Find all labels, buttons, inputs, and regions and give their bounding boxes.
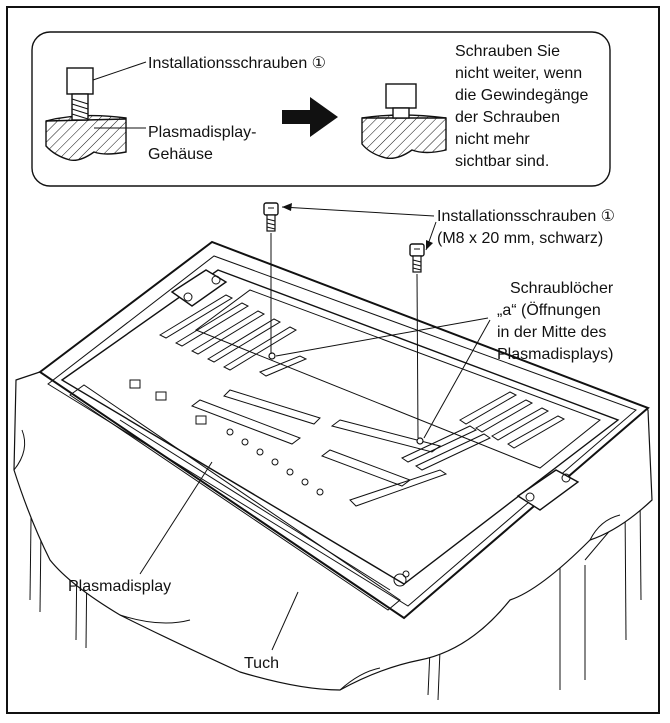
plasma-display-label: Plasmadisplay — [68, 578, 171, 595]
leader-lines — [139, 203, 491, 651]
note-line-3: die Gewindegänge — [455, 87, 589, 104]
holes-label-line3: in der Mitte des — [497, 324, 606, 341]
screw-left-icon — [263, 202, 279, 354]
cloth-label: Tuch — [244, 655, 279, 672]
plasma-display — [38, 240, 650, 620]
vent-slots — [158, 294, 566, 507]
housing-label-line2: Gehäuse — [148, 146, 213, 163]
screw-hole-a-left — [268, 352, 276, 360]
housing-label-line1: Plasmadisplay- — [148, 124, 256, 141]
screw-before-icon — [45, 61, 147, 162]
screw-after-icon — [361, 83, 447, 160]
mounting-bracket-top — [170, 269, 228, 307]
detail-inset: Installationsschrauben ① Plasmadisplay- … — [31, 31, 611, 187]
holes-label-line4: Plasmadisplays) — [497, 346, 613, 363]
holes-label-line2: „a“ (Öffnungen — [497, 301, 601, 319]
screws-label-inset: Installationsschrauben ① — [148, 55, 326, 72]
holes-label-line1: Schraublöcher — [510, 280, 614, 297]
connector-strip — [69, 379, 401, 611]
note-line-5: nicht mehr — [455, 131, 530, 148]
screws-spec-label: (M8 x 20 mm, schwarz) — [437, 230, 603, 247]
right-arrow-icon — [282, 97, 338, 137]
screw-right-icon — [409, 243, 425, 439]
screws-label-main: Installationsschrauben ① — [437, 208, 615, 225]
note-line-4: der Schrauben — [455, 109, 560, 126]
screw-hole-a-right — [416, 437, 424, 445]
note-line-6: sichtbar sind. — [455, 153, 549, 170]
note-line-2: nicht weiter, wenn — [455, 65, 582, 82]
mounting-bracket-bottom — [516, 469, 580, 511]
note-line-1: Schrauben Sie — [455, 43, 560, 60]
